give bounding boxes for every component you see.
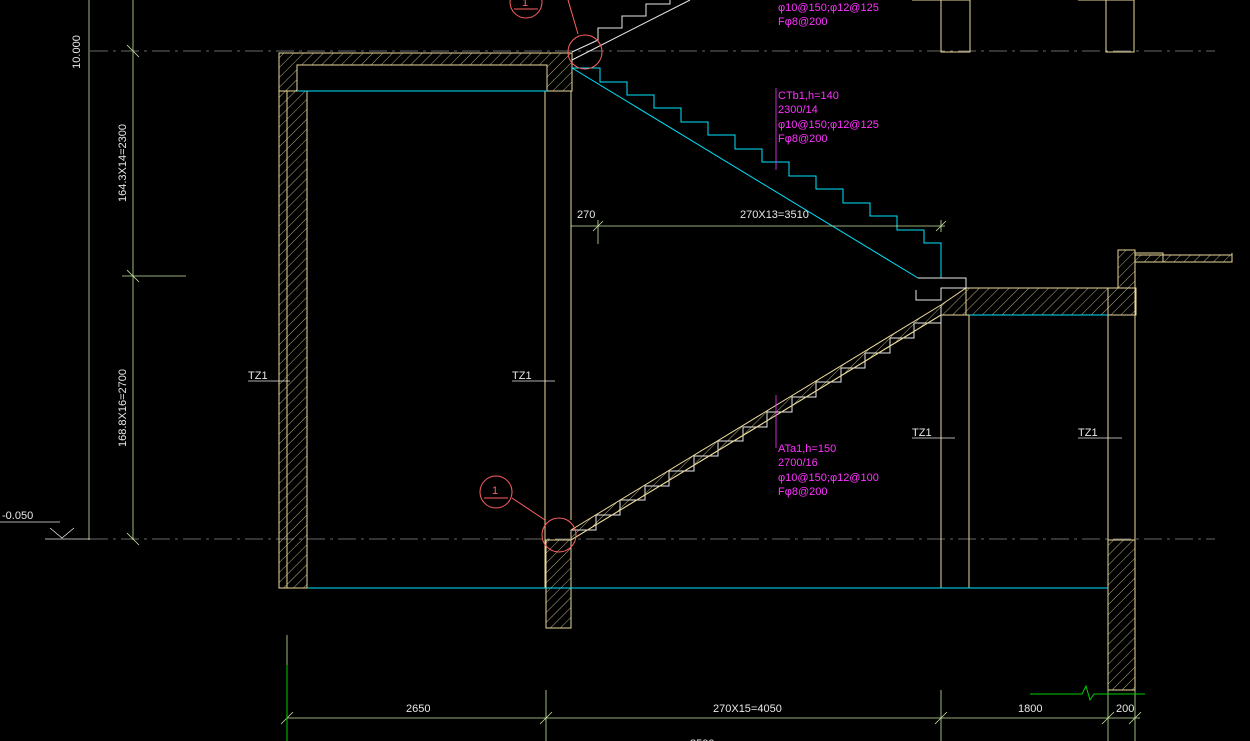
bottom-total-dimension: 8500 (690, 738, 714, 741)
annotation-ct-line-1: CTb1,h=140 (778, 90, 839, 102)
bottom-wall-dimension: 200 (1116, 703, 1134, 715)
column-tag-left: TZ1 (248, 370, 268, 382)
section-mark-bottom (479, 475, 577, 553)
reference-lines (90, 50, 1215, 540)
structure (278, 0, 1233, 691)
annotation-at-line-4: Fφ8@200 (778, 486, 828, 498)
annotation-at-line-1: ATa1,h=150 (778, 443, 836, 455)
annotation-at: ATa1,h=150 2700/16 φ10@150;φ12@100 Fφ8@2… (778, 443, 879, 498)
upper-run-label: 270X13=3510 (740, 209, 809, 221)
column-tag-leaders (248, 88, 1122, 448)
section-mark-bottom-number: 1 (492, 485, 498, 497)
column-tag-middle: TZ1 (512, 370, 532, 382)
annotation-top: φ10@150;φ12@125 Fφ8@200 (778, 2, 879, 28)
bottom-right-dimension: 1800 (1018, 703, 1042, 715)
left-dimensions (88, 0, 186, 546)
section-mark-top (509, 0, 603, 70)
level-mark-label: -0.050 (2, 510, 33, 522)
column-tag-landing: TZ1 (912, 427, 932, 439)
annotation-ct-line-4: Fφ8@200 (778, 133, 828, 145)
column-tag-right: TZ1 (1078, 427, 1098, 439)
annotation-top-line-1: φ10@150;φ12@125 (778, 2, 879, 14)
bottom-left-dimension: 2650 (406, 703, 430, 715)
annotation-ct-line-3: φ10@150;φ12@125 (778, 119, 879, 131)
upper-run-dimension (570, 220, 947, 244)
landing-width-label: 270 (577, 209, 595, 221)
bottom-run-dimension: 270X15=4050 (713, 703, 782, 715)
section-mark-top-number: 1 (522, 0, 528, 9)
annotation-ct: CTb1,h=140 2300/14 φ10@150;φ12@125 Fφ8@2… (778, 90, 879, 145)
annotation-ct-line-2: 2300/14 (778, 104, 818, 116)
elevation-total-label: 10.000 (71, 35, 83, 69)
upper-flight-height-label: 164.3X14=2300 (117, 124, 129, 202)
break-line (286, 665, 1145, 741)
annotation-top-line-2: Fφ8@200 (778, 16, 828, 28)
stair-flights (297, 0, 1108, 589)
bottom-dimensions (280, 635, 1142, 741)
level-mark (0, 521, 90, 540)
annotation-at-line-3: φ10@150;φ12@100 (778, 472, 879, 484)
annotation-at-line-2: 2700/16 (778, 457, 818, 469)
lower-flight-height-label: 168.8X16=2700 (117, 369, 129, 447)
